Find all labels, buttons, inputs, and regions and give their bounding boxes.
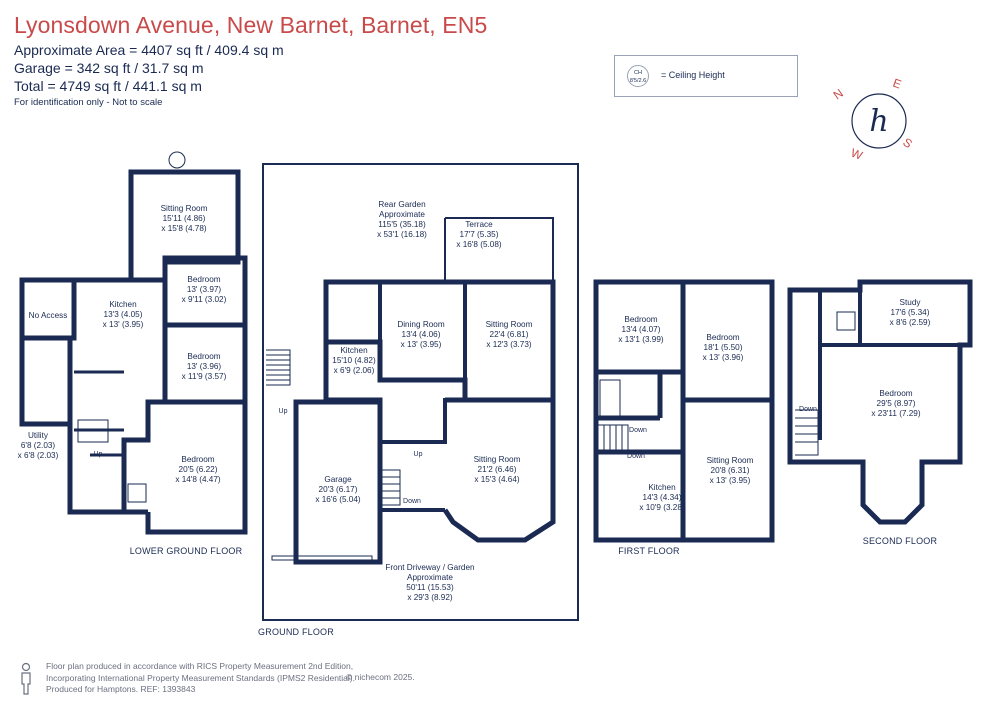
s-shower [836, 311, 856, 331]
lg-noaccess-walls [19, 277, 77, 341]
lg-noaccess-label: No Access [29, 311, 68, 320]
page-title: Lyonsdown Avenue, New Barnet, Barnet, EN… [14, 12, 488, 38]
s-stairs-down: Down [799, 406, 817, 413]
f-stairs [598, 424, 629, 453]
g-hall-walls [380, 398, 465, 512]
floor-label-first: FIRST FLOOR [618, 546, 680, 556]
s-inner-walls [818, 290, 970, 440]
g-terrace-outline [444, 217, 554, 282]
scale-note: For identification only - Not to scale [14, 97, 163, 108]
person-icon [21, 662, 31, 695]
ceiling-height-legend: CH 8'5/2.6 = Ceiling Height [614, 55, 798, 97]
fixtures [77, 151, 856, 561]
floor-labels: LOWER GROUND FLOOR GROUND FLOOR FIRST FL… [130, 536, 938, 637]
area-garage: Garage = 342 sq ft / 31.7 sq m [14, 60, 204, 76]
area-main: Approximate Area = 4407 sq ft / 409.4 sq… [14, 42, 284, 58]
g-stairs-down: Down [403, 498, 421, 505]
footer-line2: Incorporating International Property Mea… [46, 672, 355, 683]
footer-line1: Floor plan produced in accordance with R… [46, 661, 354, 671]
s-outer-walls [787, 279, 973, 525]
footer-text: Floor plan produced in accordance with R… [46, 661, 355, 696]
footer-line3: Produced for Hamptons. REF: 1393843 [46, 684, 196, 694]
legend-symbol-value: 8'5/2.6 [629, 78, 647, 84]
legend-label: = Ceiling Height [661, 70, 725, 80]
s-stairs [795, 409, 819, 456]
g-garage-walls [293, 399, 383, 565]
legend-symbol-text: CH [634, 70, 642, 76]
lg-shower [127, 483, 147, 503]
g-rear-inner [378, 282, 467, 400]
f-left-walls [593, 372, 683, 543]
lg-bath-tub [77, 419, 109, 443]
floor-label-second: SECOND FLOOR [863, 536, 938, 546]
copyright: © nichecom 2025. [346, 672, 415, 682]
g-sitting2-walls [442, 397, 556, 543]
f-stairs-down-2: Down [627, 453, 645, 460]
f-sitting-walls [680, 397, 775, 543]
g-stair-up [266, 349, 291, 386]
f-bath-tub [599, 379, 621, 417]
area-total: Total = 4749 sq ft / 441.1 sq m [14, 78, 202, 94]
walls [19, 163, 973, 621]
lg-stairs-up: Up [94, 451, 103, 458]
garage-door [271, 555, 373, 561]
g-stair-down [380, 469, 401, 506]
ceiling-height-symbol: CH 8'5/2.6 [627, 65, 649, 87]
floor-label-lower-ground: LOWER GROUND FLOOR [130, 546, 243, 556]
lg-door-arc [168, 151, 186, 169]
g-stairs-up: Up [279, 408, 288, 415]
compass-logo: h [869, 104, 888, 139]
g-stairs-up-hall: Up [414, 451, 423, 458]
compass-w: W [849, 146, 865, 163]
g-garden-boundary [262, 163, 579, 621]
compass-rose: h N E S W [832, 76, 915, 163]
f-stairs-down-1: Down [629, 427, 647, 434]
lg-kitchen-walls [74, 277, 168, 515]
lg-utility-walls [19, 338, 73, 427]
compass-circle [851, 93, 907, 149]
lg-bath-walls [67, 338, 124, 515]
lg-inner-walls [74, 370, 124, 457]
lg-bed3-walls [145, 399, 248, 535]
floor-label-ground: GROUND FLOOR [258, 627, 334, 637]
